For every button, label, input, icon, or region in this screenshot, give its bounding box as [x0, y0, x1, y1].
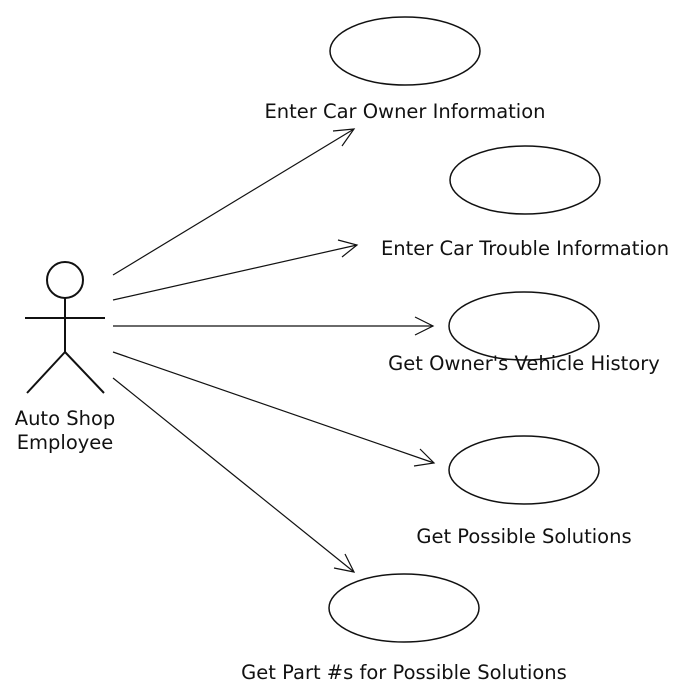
arrowhead — [414, 316, 435, 336]
arrowhead — [332, 128, 356, 147]
use-case-label: Enter Car Trouble Information — [381, 237, 669, 260]
arrowhead — [413, 448, 436, 467]
association-line — [112, 377, 355, 573]
use-case-ellipse — [449, 145, 601, 215]
actor-right-leg — [64, 351, 105, 394]
use-case-enter-car-trouble-information: Enter Car Trouble Information — [381, 145, 669, 260]
association-line — [112, 244, 358, 301]
association-1 — [112, 128, 356, 276]
actor-name-line2: Employee — [17, 431, 114, 454]
use-case-ellipse — [448, 435, 600, 505]
actor-left-leg — [26, 351, 66, 394]
use-case-ellipse — [328, 573, 480, 643]
association-4 — [112, 351, 436, 467]
association-3 — [113, 316, 435, 336]
use-case-get-owners-vehicle-history: Get Owner's Vehicle History — [388, 291, 660, 375]
actor-head — [46, 261, 84, 299]
use-case-label: Get Possible Solutions — [416, 525, 631, 548]
use-case-label: Get Part #s for Possible Solutions — [241, 661, 567, 684]
actor-name-line1: Auto Shop — [15, 407, 116, 430]
actor: Auto Shop Employee — [15, 261, 116, 454]
arrowhead — [333, 553, 356, 573]
association-5 — [112, 377, 356, 573]
use-case-label: Enter Car Owner Information — [264, 100, 545, 123]
arrowhead — [337, 239, 359, 258]
use-case-get-part-numbers-for-possible-solutions: Get Part #s for Possible Solutions — [241, 573, 567, 684]
use-case-enter-car-owner-information: Enter Car Owner Information — [264, 16, 546, 123]
use-case-get-possible-solutions: Get Possible Solutions — [416, 435, 632, 548]
association-2 — [112, 239, 359, 301]
association-line — [112, 128, 355, 276]
use-case-ellipse — [329, 16, 481, 86]
association-line — [112, 351, 435, 464]
use-case-ellipse — [448, 291, 600, 361]
use-case-label: Get Owner's Vehicle History — [388, 352, 660, 375]
